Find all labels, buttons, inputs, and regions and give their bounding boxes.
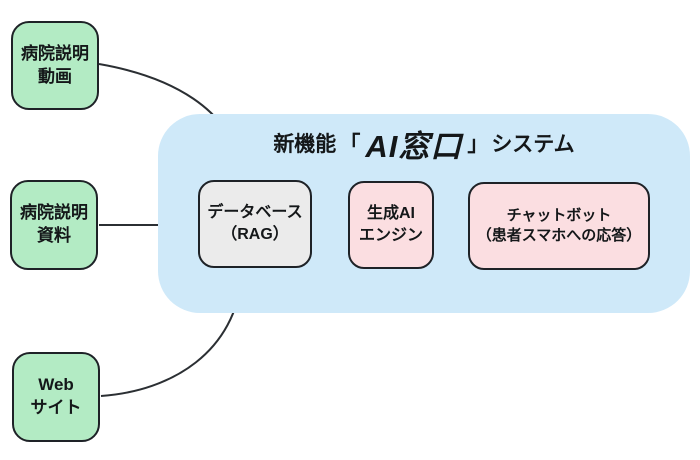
ai-engine-box-line2: エンジン <box>358 227 423 244</box>
source-box-web-site: Web サイト <box>12 352 100 442</box>
system-title-suffix: システム <box>491 133 575 156</box>
system-title: 新機能 「 AI窓口 」 システム <box>158 120 690 166</box>
ai-engine-box: 生成AI エンジン <box>348 181 434 269</box>
system-title-highlight: AI窓口 <box>365 128 463 164</box>
source-box-web-site-line2: サイト <box>30 398 82 417</box>
source-box-web-site-line1: Web <box>38 375 74 395</box>
system-title-bracket-close: 」 <box>467 133 489 156</box>
source-box-hospital-docs: 病院説明 資料 <box>10 180 98 270</box>
system-title-prefix: 新機能 <box>273 133 337 156</box>
source-box-hospital-video-line1: 病院説明 <box>21 43 89 63</box>
chatbot-box-line1: チャットボット <box>506 206 612 224</box>
source-box-hospital-docs-line2: 資料 <box>37 226 71 245</box>
chatbot-box-line2: （患者スマホへの応答） <box>476 227 642 244</box>
database-box: データベース （RAG） <box>198 180 312 268</box>
source-box-hospital-video: 病院説明 動画 <box>11 21 99 110</box>
ai-engine-box-line1: 生成AI <box>366 205 415 223</box>
source-box-hospital-video-line2: 動画 <box>38 66 72 86</box>
source-box-hospital-docs-line1: 病院説明 <box>20 203 88 223</box>
system-title-bracket-open: 「 <box>339 133 361 156</box>
chatbot-box: チャットボット （患者スマホへの応答） <box>468 182 650 270</box>
database-box-line1: データベース <box>207 204 303 222</box>
database-box-line2: （RAG） <box>221 226 289 243</box>
